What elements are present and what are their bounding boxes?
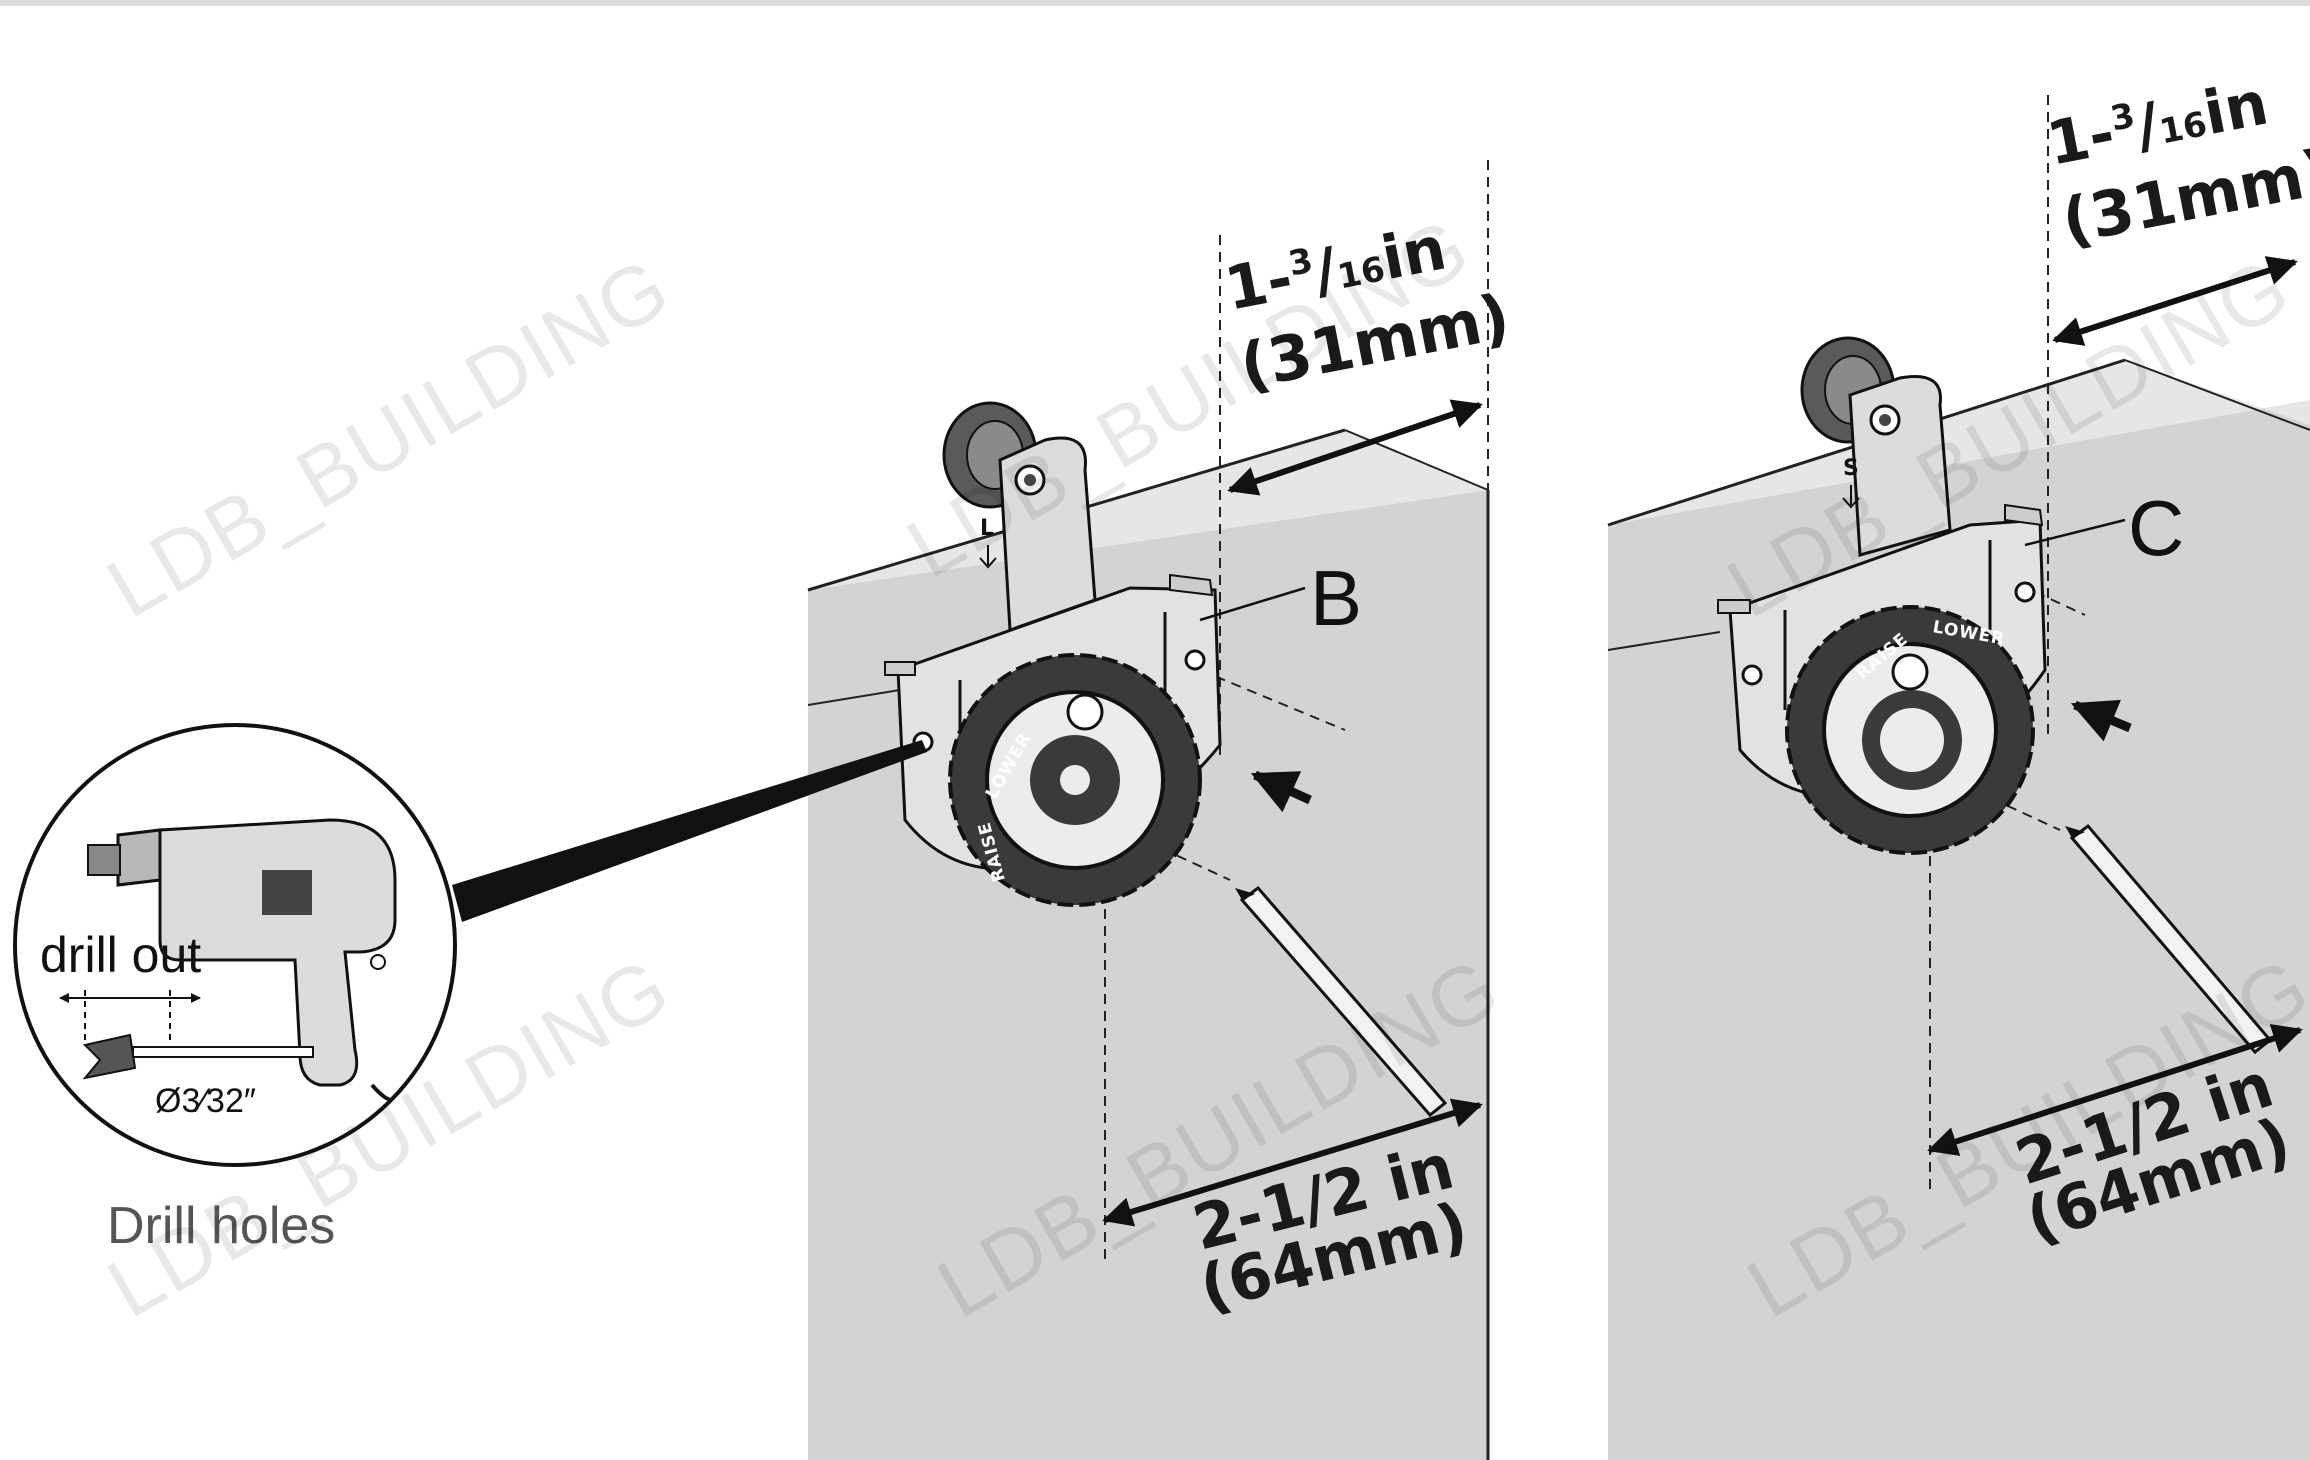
watermark-1: LDB_BUILDING <box>92 239 685 636</box>
dim-line-bottom-right <box>1927 1024 2303 1156</box>
dim-line-top-right <box>2052 256 2298 346</box>
left-panel: L RAISE LOWER B 1-3/16in (31m <box>807 160 1515 1460</box>
svg-text:1-3/16in: 1-3/16in <box>2042 68 2274 179</box>
spade-bit-icon <box>82 1033 314 1080</box>
callout-b: B <box>1310 554 1362 642</box>
bracket-mark-left: L <box>980 516 994 541</box>
bit-size-label: Ø3⁄32″ <box>155 1082 256 1120</box>
drill-out-label: drill out <box>40 927 201 983</box>
drill-holes-caption: Drill holes <box>107 1197 335 1255</box>
door-top-right <box>1608 360 2310 525</box>
drill-icon <box>87 818 397 1102</box>
bracket-mark-right: S <box>1843 456 1859 481</box>
right-panel: S RAISE LOWER C 1-3/16in (31mm) <box>1607 68 2310 1460</box>
detail-leader <box>452 740 927 922</box>
cropped-text-line <box>0 0 2310 6</box>
dim-line-top-left <box>1227 399 1483 496</box>
adjustment-dial-left: RAISE LOWER <box>948 653 1202 907</box>
direction-arrow-left <box>1250 770 1312 813</box>
drill-detail: drill out Ø3⁄32″ Drill holes <box>13 723 927 1255</box>
direction-arrow-right <box>2070 699 2132 742</box>
callout-c: C <box>2128 484 2184 572</box>
dim-line-bottom-left <box>1102 1098 1483 1227</box>
adjustment-dial-right: RAISE LOWER <box>1785 605 2035 855</box>
dim-top-right: 1-3/16in (31mm) <box>2042 68 2310 258</box>
